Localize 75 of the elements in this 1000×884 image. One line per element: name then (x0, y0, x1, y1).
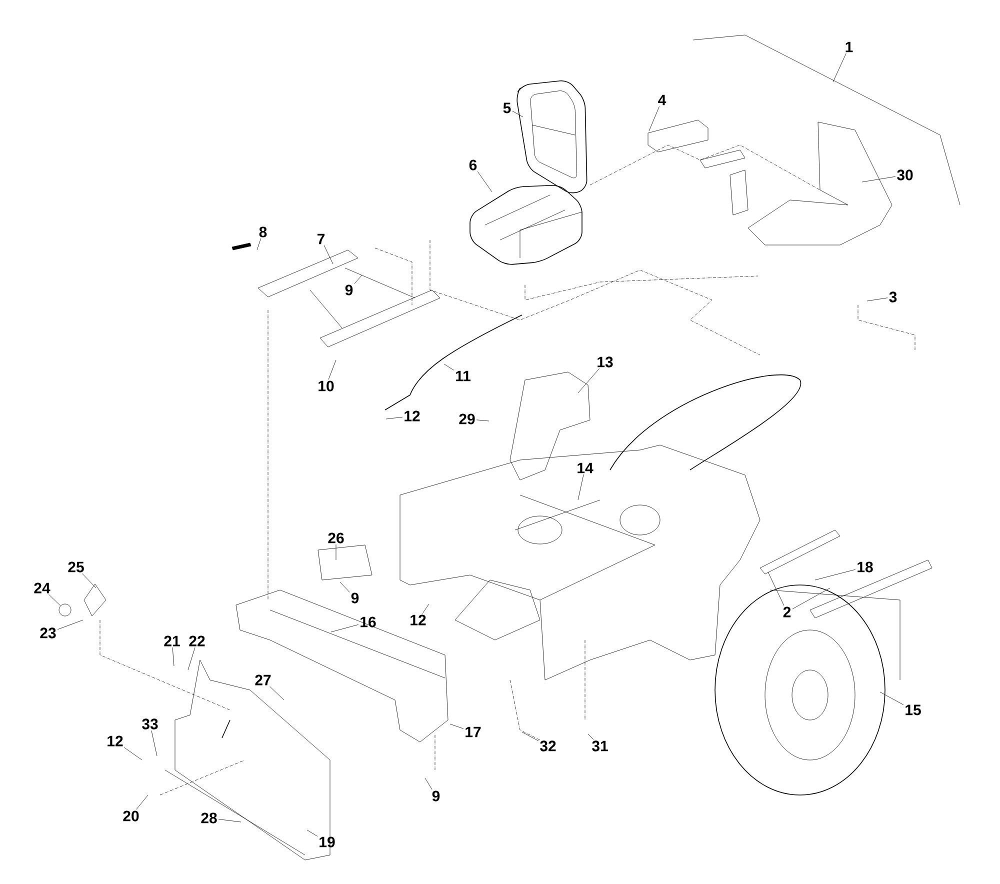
leader-line (477, 171, 492, 192)
leader-line (256, 238, 262, 250)
leader-line (354, 274, 362, 284)
callout-number: 1 (846, 42, 853, 52)
callout-number: 10 (318, 380, 334, 392)
callout-number: 24 (34, 582, 50, 594)
callout-number: 32 (540, 740, 556, 752)
leader-line (57, 620, 84, 630)
callout-number: 3 (889, 292, 897, 302)
leader-line (768, 572, 784, 606)
leader-line (386, 416, 403, 420)
leader-line (82, 573, 96, 588)
leader-line (814, 569, 856, 580)
callout-number: 12 (410, 614, 426, 626)
leader-line (476, 420, 490, 422)
callout-number: 18 (858, 562, 873, 572)
callout-number: 17 (466, 726, 481, 738)
callout-number: 33 (142, 718, 158, 730)
callout-number: 8 (259, 226, 267, 238)
knob (58, 604, 72, 616)
leader-line (424, 778, 432, 790)
leader-line (172, 647, 174, 666)
callout-number: 11 (456, 370, 471, 382)
leader-line (578, 474, 584, 500)
leader-line (151, 730, 158, 756)
leader-line (136, 794, 148, 810)
callout-number: 20 (123, 810, 139, 822)
leader-line (648, 106, 660, 132)
leader-line (188, 647, 196, 670)
callout-number: 12 (404, 410, 420, 422)
callout-number: 26 (328, 532, 344, 544)
leader-line (422, 604, 430, 614)
callout-number: 12 (108, 736, 123, 746)
callout-number: 21 (164, 636, 180, 646)
leader-line (48, 594, 61, 606)
callout-number: 22 (189, 636, 205, 646)
callout-number: 25 (68, 562, 84, 572)
callout-number: 31 (592, 740, 608, 752)
leader-line (218, 819, 242, 822)
callout-number: 19 (320, 836, 335, 848)
leader-line (306, 830, 318, 836)
leader-line (324, 245, 334, 264)
leader-line (522, 732, 539, 742)
callout-number: 13 (598, 356, 613, 368)
callout-number: 16 (360, 616, 376, 628)
callout-number: 14 (578, 462, 594, 474)
callout-number: 27 (255, 674, 271, 686)
callout-number: 4 (658, 94, 666, 106)
callout-number: 9 (345, 284, 353, 296)
leader-line (792, 588, 830, 610)
leader-line (588, 734, 594, 740)
callout-number: 15 (906, 704, 921, 716)
leader-line (444, 364, 454, 370)
callout-number: 28 (201, 812, 217, 824)
leader-line (450, 724, 464, 729)
callout-number: 29 (459, 414, 475, 424)
callout-number: 9 (351, 592, 359, 604)
callout-number: 2 (783, 606, 791, 618)
leader-line (270, 686, 284, 700)
leader-line (340, 582, 350, 592)
callout-number: 5 (503, 102, 511, 114)
leader-line (880, 692, 904, 705)
callout-number: 6 (469, 160, 477, 170)
leader-line (124, 747, 142, 760)
leader-line (862, 176, 896, 182)
callout-number: 7 (317, 234, 325, 244)
leader-line (330, 624, 359, 632)
leader-line (578, 368, 600, 394)
callout-number: 23 (40, 628, 56, 638)
leader-line (512, 110, 524, 118)
callout-number: 9 (432, 790, 440, 802)
callout-number: 30 (897, 170, 913, 180)
leader-line (866, 298, 888, 302)
leader-line (328, 360, 336, 380)
leader-line (832, 53, 846, 82)
